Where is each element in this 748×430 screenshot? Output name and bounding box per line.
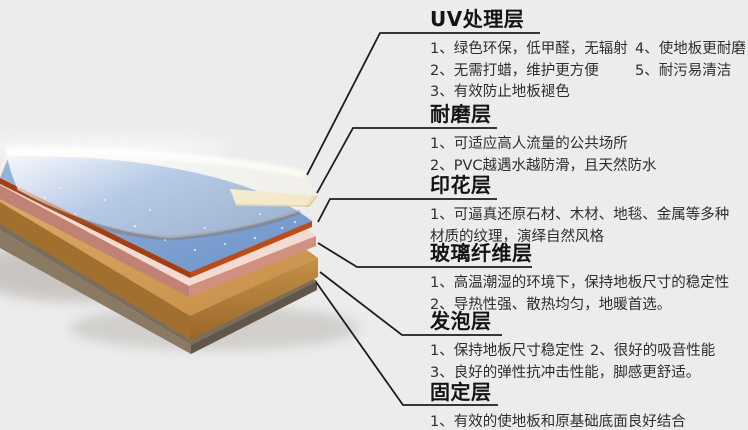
layer-title-print: 印花层 bbox=[430, 173, 492, 197]
layer-feature-text: 1、绿色环保，低甲醛，无辐射 bbox=[430, 41, 628, 57]
annotation-print: 印花层 1、可逼真还原石材、木材、地毯、金属等多种材质的纹理，演绎自然风格 bbox=[430, 172, 748, 248]
annotation-foam: 发泡层 1、保持地板尺寸稳定性 2、很好的吸音性能 3、良好的弹性抗冲击性能，脚感更舒… bbox=[430, 308, 748, 384]
layer-title-fixing: 固定层 bbox=[430, 380, 492, 404]
layer-feature-text: 2、无需打蜡，维护更方便 bbox=[430, 62, 599, 79]
layer-feature-text: 3、良好的弹性抗冲击性能，脚感更舒适。 bbox=[430, 364, 701, 381]
layer-feature-list: 1、可适应高人流量的公共场所 2、PVC越遇水越防滑，且天然防水 bbox=[430, 134, 748, 177]
layer-feature-line: 3、良好的弹性抗冲击性能，脚感更舒适。 bbox=[430, 363, 748, 385]
layer-feature-list: 1、有效的使地板和原基础底面良好结合 bbox=[430, 412, 748, 430]
leader-line-print bbox=[317, 198, 497, 223]
layer-title-fiberglass: 玻璃纤维层 bbox=[430, 241, 533, 265]
leader-line-fixing bbox=[315, 281, 498, 406]
layer-feature-text: 3、有效防止地板褪色 bbox=[430, 84, 570, 100]
film-edge-shadow-arc bbox=[15, 187, 301, 241]
annotation-fixing: 固定层 1、有效的使地板和原基础底面良好结合 bbox=[430, 379, 748, 430]
layer-feature-text: 1、可适应高人流量的公共场所 bbox=[430, 136, 628, 152]
layer-title-foam: 发泡层 bbox=[430, 309, 492, 333]
leader-line-fiberglass bbox=[317, 242, 532, 268]
annotation-fiberglass: 玻璃纤维层 1、高温潮湿的环境下，保持地板尺寸的稳定性 2、导热性强、散热均匀，地暖… bbox=[430, 240, 748, 316]
layer-feature-text: 2、导热性强、散热均匀，地暖首选。 bbox=[430, 296, 672, 313]
layer-uv-film bbox=[0, 137, 313, 238]
layer-feature-text: 1、有效的使地板和原基础底面良好结合 bbox=[430, 414, 686, 430]
layer-feature-line: 1、可逼真还原石材、木材、地毯、金属等多种 bbox=[430, 205, 748, 227]
layer-feature-text: 1、高温潮湿的环境下，保持地板尺寸的稳定性 bbox=[430, 275, 730, 291]
layer-feature-line: 1、保持地板尺寸稳定性 2、很好的吸音性能 bbox=[430, 341, 748, 363]
layer-feature-line: 1、可适应高人流量的公共场所 bbox=[430, 134, 748, 156]
layer-feature-list: 1、高温潮湿的环境下，保持地板尺寸的稳定性 2、导热性强、散热均匀，地暖首选。 bbox=[430, 273, 748, 316]
layer-feature-line: 材质的纹理，演绎自然风格 bbox=[430, 227, 748, 249]
layer-feature-line: 1、有效的使地板和原基础底面良好结合 bbox=[430, 412, 748, 430]
layer-feature-text: 2、PVC越遇水越防滑，且天然防水 bbox=[430, 157, 657, 174]
layer-feature-text: 材质的纹理，演绎自然风格 bbox=[430, 228, 604, 245]
layer-feature-line: 2、PVC越遇水越防滑，且天然防水 bbox=[430, 156, 748, 178]
layer-feature-list: 1、保持地板尺寸稳定性 2、很好的吸音性能 3、良好的弹性抗冲击性能，脚感更舒适。 bbox=[430, 341, 748, 384]
layer-feature-line: 1、绿色环保，低甲醛，无辐射 4、使地板更耐磨 bbox=[430, 39, 748, 61]
layer-feature-list: 1、可逼真还原石材、木材、地毯、金属等多种材质的纹理，演绎自然风格 bbox=[430, 205, 748, 248]
layer-feature-list: 1、绿色环保，低甲醛，无辐射 4、使地板更耐磨 2、无需打蜡，维护更方便 5、耐污易清… bbox=[430, 39, 748, 104]
layer-feature-line: 1、高温潮湿的环境下，保持地板尺寸的稳定性 bbox=[430, 273, 748, 295]
layer-feature-text: 1、可逼真还原石材、木材、地毯、金属等多种 bbox=[430, 207, 730, 223]
layer-title-wear: 耐磨层 bbox=[430, 102, 492, 126]
layer-feature-text: 5、耐污易清洁 bbox=[635, 62, 732, 79]
layer-feature-line: 2、导热性强、散热均匀，地暖首选。 bbox=[430, 295, 748, 317]
leader-line-wear bbox=[316, 127, 497, 194]
leader-line-uv bbox=[306, 32, 540, 176]
leader-lines bbox=[306, 32, 540, 406]
leader-line-foam bbox=[319, 271, 502, 336]
layer-feature-line: 2、无需打蜡，维护更方便 5、耐污易清洁 bbox=[430, 61, 748, 83]
layer-feature-text: 1、保持地板尺寸稳定性 bbox=[430, 343, 585, 359]
layer-feature-line: 3、有效防止地板褪色 bbox=[430, 82, 748, 104]
annotation-uv: UV处理层 1、绿色环保，低甲醛，无辐射 4、使地板更耐磨 2、无需打蜡，维护更方便 5… bbox=[430, 6, 748, 104]
layer-feature-text: 4、使地板更耐磨 bbox=[635, 41, 746, 57]
annotation-wear: 耐磨层 1、可适应高人流量的公共场所 2、PVC越遇水越防滑，且天然防水 bbox=[430, 101, 748, 177]
layer-title-uv: UV处理层 bbox=[430, 7, 525, 31]
layer-feature-text: 2、很好的吸音性能 bbox=[590, 343, 716, 359]
